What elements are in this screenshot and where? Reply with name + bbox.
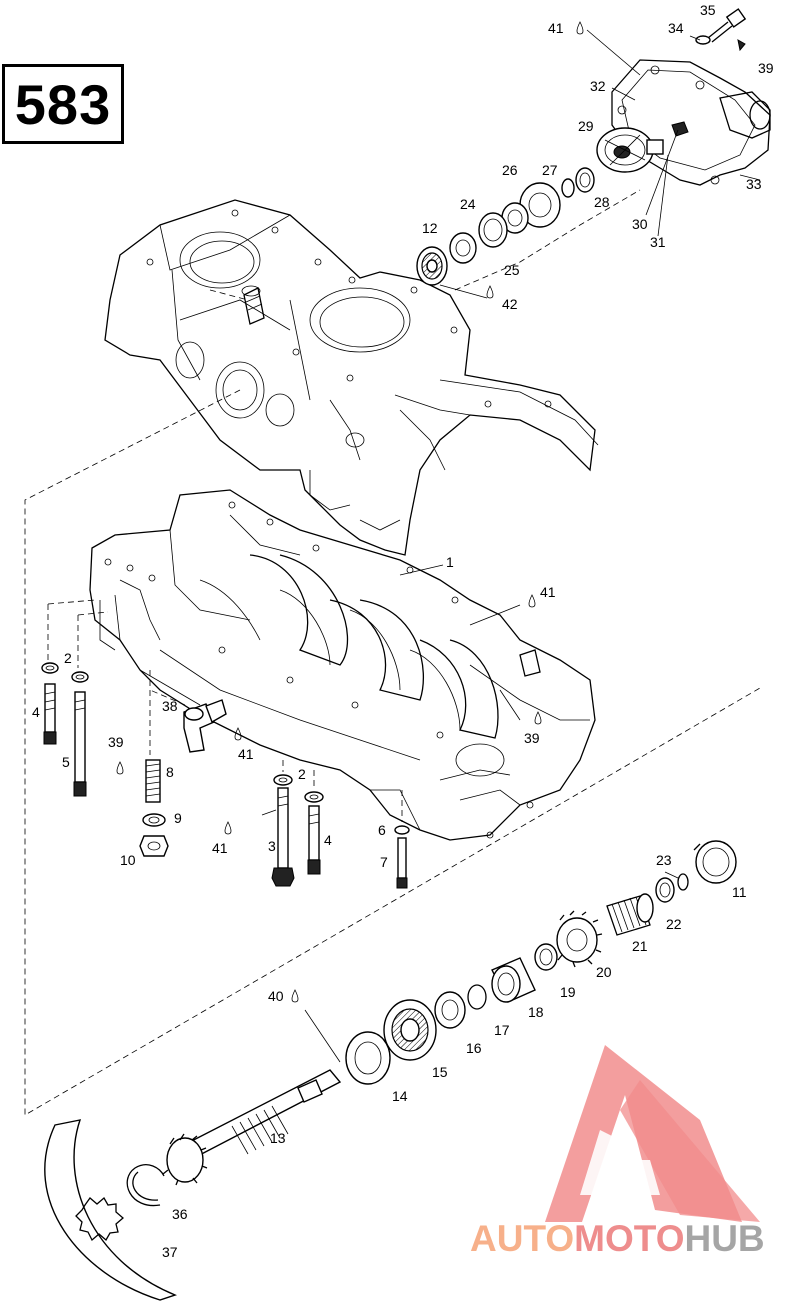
callout-39c: 39: [108, 734, 124, 750]
washer-2b: [273, 774, 324, 803]
callout-25: 25: [504, 262, 520, 278]
callout-4a: 4: [32, 704, 40, 720]
seal-14: [345, 1031, 391, 1085]
callout-16: 16: [466, 1040, 482, 1056]
callout-18: 18: [528, 1004, 544, 1020]
leader-lines: [24, 29, 761, 1116]
washer-9: [142, 813, 166, 827]
pump-shaft-nut: [671, 121, 689, 137]
upper-crankcase-half: [104, 199, 599, 556]
spring-21: [606, 893, 654, 936]
water-pump-impeller: [596, 127, 664, 173]
callout-14: 14: [392, 1088, 408, 1104]
bolt-5: [73, 691, 87, 797]
watermark-auto: AUTO: [470, 1218, 575, 1259]
callout-36: 36: [172, 1206, 188, 1222]
callout-3: 3: [268, 838, 276, 854]
watermark-logo: [545, 1045, 760, 1222]
callout-29: 29: [578, 118, 594, 134]
watermark-moto: MOTO: [574, 1218, 685, 1259]
callout-labels: 35 41 34 39 32 29 33 26 27 24 28 30 12 2…: [32, 2, 774, 1260]
elbow-fitting-38: [183, 699, 227, 753]
callout-26: 26: [502, 162, 518, 178]
circlip-36: [126, 1164, 165, 1207]
callout-27: 27: [542, 162, 558, 178]
stud-8: [145, 759, 161, 803]
callout-35: 35: [700, 2, 716, 18]
bolt-7: [396, 837, 408, 889]
nut-10: [139, 835, 169, 857]
sleeve-18: [491, 957, 536, 1003]
washer-2a: [41, 662, 89, 683]
washer-19: [534, 943, 558, 971]
callout-15: 15: [432, 1064, 448, 1080]
callout-13: 13: [270, 1130, 286, 1146]
callout-2b: 2: [298, 766, 306, 782]
callout-11: 11: [732, 884, 747, 900]
watermark-hub: HUB: [684, 1218, 765, 1259]
bearing-15: [383, 999, 437, 1061]
callout-31: 31: [650, 234, 666, 250]
callout-22: 22: [666, 916, 682, 932]
callout-19: 19: [560, 984, 576, 1000]
callout-28: 28: [594, 194, 610, 210]
bolt-3: [271, 787, 295, 887]
pump-seals-stack: [449, 167, 595, 264]
callout-41b: 41: [540, 584, 556, 600]
lower-crankcase-half: [89, 489, 596, 841]
callout-2a: 2: [64, 650, 72, 666]
callout-5: 5: [62, 754, 70, 770]
callout-9: 9: [174, 810, 182, 826]
callout-4b: 4: [324, 832, 332, 848]
bolt-4a: [43, 683, 57, 745]
callout-39b: 39: [524, 730, 540, 746]
callout-12: 12: [422, 220, 438, 236]
bolt-4b: [307, 805, 321, 875]
pump-bolt: [695, 8, 747, 52]
callout-37: 37: [162, 1244, 178, 1260]
callout-10: 10: [120, 852, 136, 868]
callout-41c: 41: [238, 746, 254, 762]
callout-33: 33: [746, 176, 762, 192]
circlip-17: [467, 984, 487, 1010]
washer-6: [394, 825, 410, 835]
callout-24: 24: [460, 196, 476, 212]
bearing-12: [416, 246, 448, 286]
callout-40: 40: [268, 988, 284, 1004]
callout-6: 6: [378, 822, 386, 838]
callout-41a: 41: [548, 20, 564, 36]
ring-22-23: [655, 873, 689, 903]
callout-30: 30: [632, 216, 648, 232]
washer-16: [434, 991, 466, 1029]
callout-8: 8: [166, 764, 174, 780]
bearing-11: [693, 840, 737, 884]
callout-1: 1: [446, 554, 454, 570]
watermark-text: AUTOMOTOHUB: [470, 1218, 765, 1260]
callout-17: 17: [494, 1022, 510, 1038]
shaft-13: [162, 1069, 342, 1186]
callout-20: 20: [596, 964, 612, 980]
cover-37: [44, 1119, 178, 1301]
callout-32: 32: [590, 78, 606, 94]
callout-21: 21: [632, 938, 648, 954]
callout-23: 23: [656, 852, 672, 868]
gear-20: [556, 910, 603, 968]
callout-42: 42: [502, 296, 518, 312]
callout-41d: 41: [212, 840, 228, 856]
oil-drop-icons: [116, 21, 584, 1003]
callout-7: 7: [380, 854, 388, 870]
page-number-badge: 583: [2, 64, 124, 144]
callout-39a: 39: [758, 60, 774, 76]
callout-38: 38: [162, 698, 178, 714]
callout-34: 34: [668, 20, 684, 36]
